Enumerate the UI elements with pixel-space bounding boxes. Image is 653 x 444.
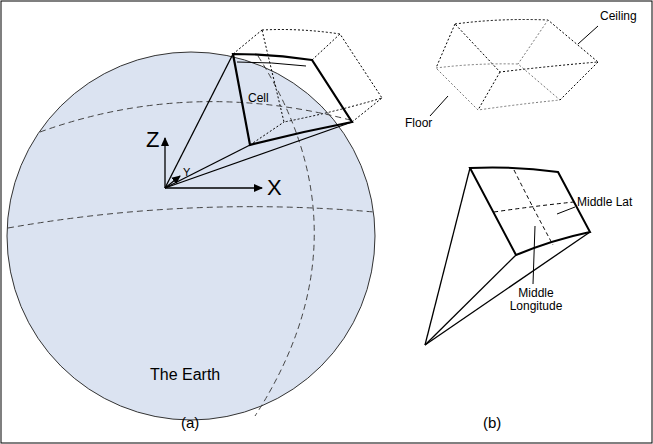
cell-ceiling (233, 30, 382, 146)
axes (165, 138, 262, 188)
panel-label: (b) (483, 415, 501, 432)
callout-label: Ceiling (600, 10, 637, 23)
callout-label: Middle Longitude (504, 287, 568, 313)
callout-label: Middle Lat (577, 196, 632, 209)
leader-lines (430, 26, 598, 284)
cell-outline (233, 54, 352, 145)
panel-label: (a) (181, 415, 199, 432)
axis-label: X (267, 176, 282, 200)
cell-label: Cell (248, 92, 269, 105)
cell-pyramid (165, 54, 352, 188)
graticule (8, 56, 374, 416)
earth-label: The Earth (150, 366, 220, 384)
axis-label: Y (183, 166, 190, 178)
callout-label: Floor (405, 117, 432, 130)
earth-sphere (7, 52, 375, 420)
cell-top-face (470, 168, 590, 256)
middle-lines (494, 170, 574, 245)
cell-pyramid-b (425, 168, 590, 345)
axis-label: Z (146, 128, 159, 152)
cell-volume (436, 20, 598, 111)
cell-inner-edge (237, 62, 306, 66)
